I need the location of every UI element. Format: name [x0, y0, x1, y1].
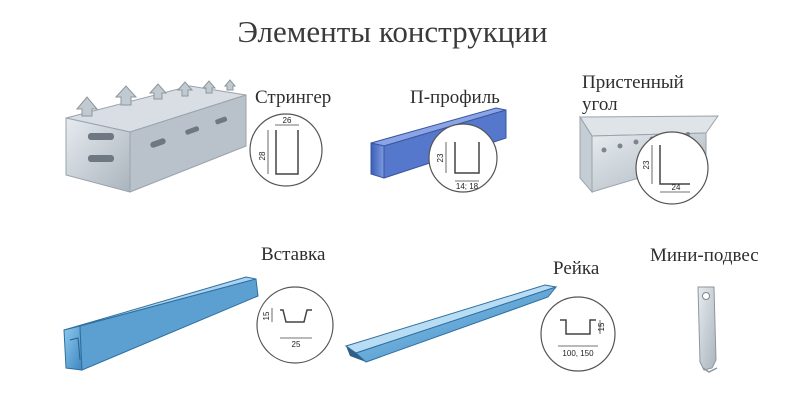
insert-section-circle: 15 25	[256, 286, 334, 364]
p-profile-dim-height: 23	[436, 153, 445, 162]
insert-dim-height: 15	[262, 311, 271, 320]
rail-section-circle: 15 100, 150	[540, 296, 616, 372]
stringer-dim-height: 28	[258, 151, 267, 160]
stringer-dim-width: 26	[283, 116, 292, 125]
wall-angle-dim-height: 23	[642, 160, 651, 169]
wall-angle-section-circle: 23 24	[635, 131, 709, 205]
wall-angle-dim-width: 24	[672, 183, 681, 192]
p-profile-dim-width: 14; 18	[456, 182, 479, 191]
label-wall-angle-line1: Пристенный	[582, 72, 684, 93]
stringer-section-circle: 26 28	[249, 113, 323, 187]
rail-dim-height: 15	[597, 322, 606, 331]
mini-hanger-image	[697, 286, 718, 373]
rail-image	[344, 284, 558, 363]
label-stringer: Стрингер	[255, 87, 332, 108]
insert-image	[63, 276, 259, 371]
insert-dim-width: 25	[292, 340, 301, 349]
stringer-profile-image	[65, 79, 247, 193]
page-title: Элементы конструкции	[237, 14, 548, 49]
rail-dim-width: 100, 150	[562, 349, 594, 358]
label-wall-angle-line2: угол	[582, 94, 618, 115]
label-insert: Вставка	[261, 244, 326, 265]
label-mini-hanger: Мини-подвес	[650, 245, 759, 266]
p-profile-section-circle: 23 14; 18	[428, 123, 498, 193]
label-p-profile: П-профиль	[410, 87, 500, 108]
label-rail: Рейка	[553, 258, 600, 279]
